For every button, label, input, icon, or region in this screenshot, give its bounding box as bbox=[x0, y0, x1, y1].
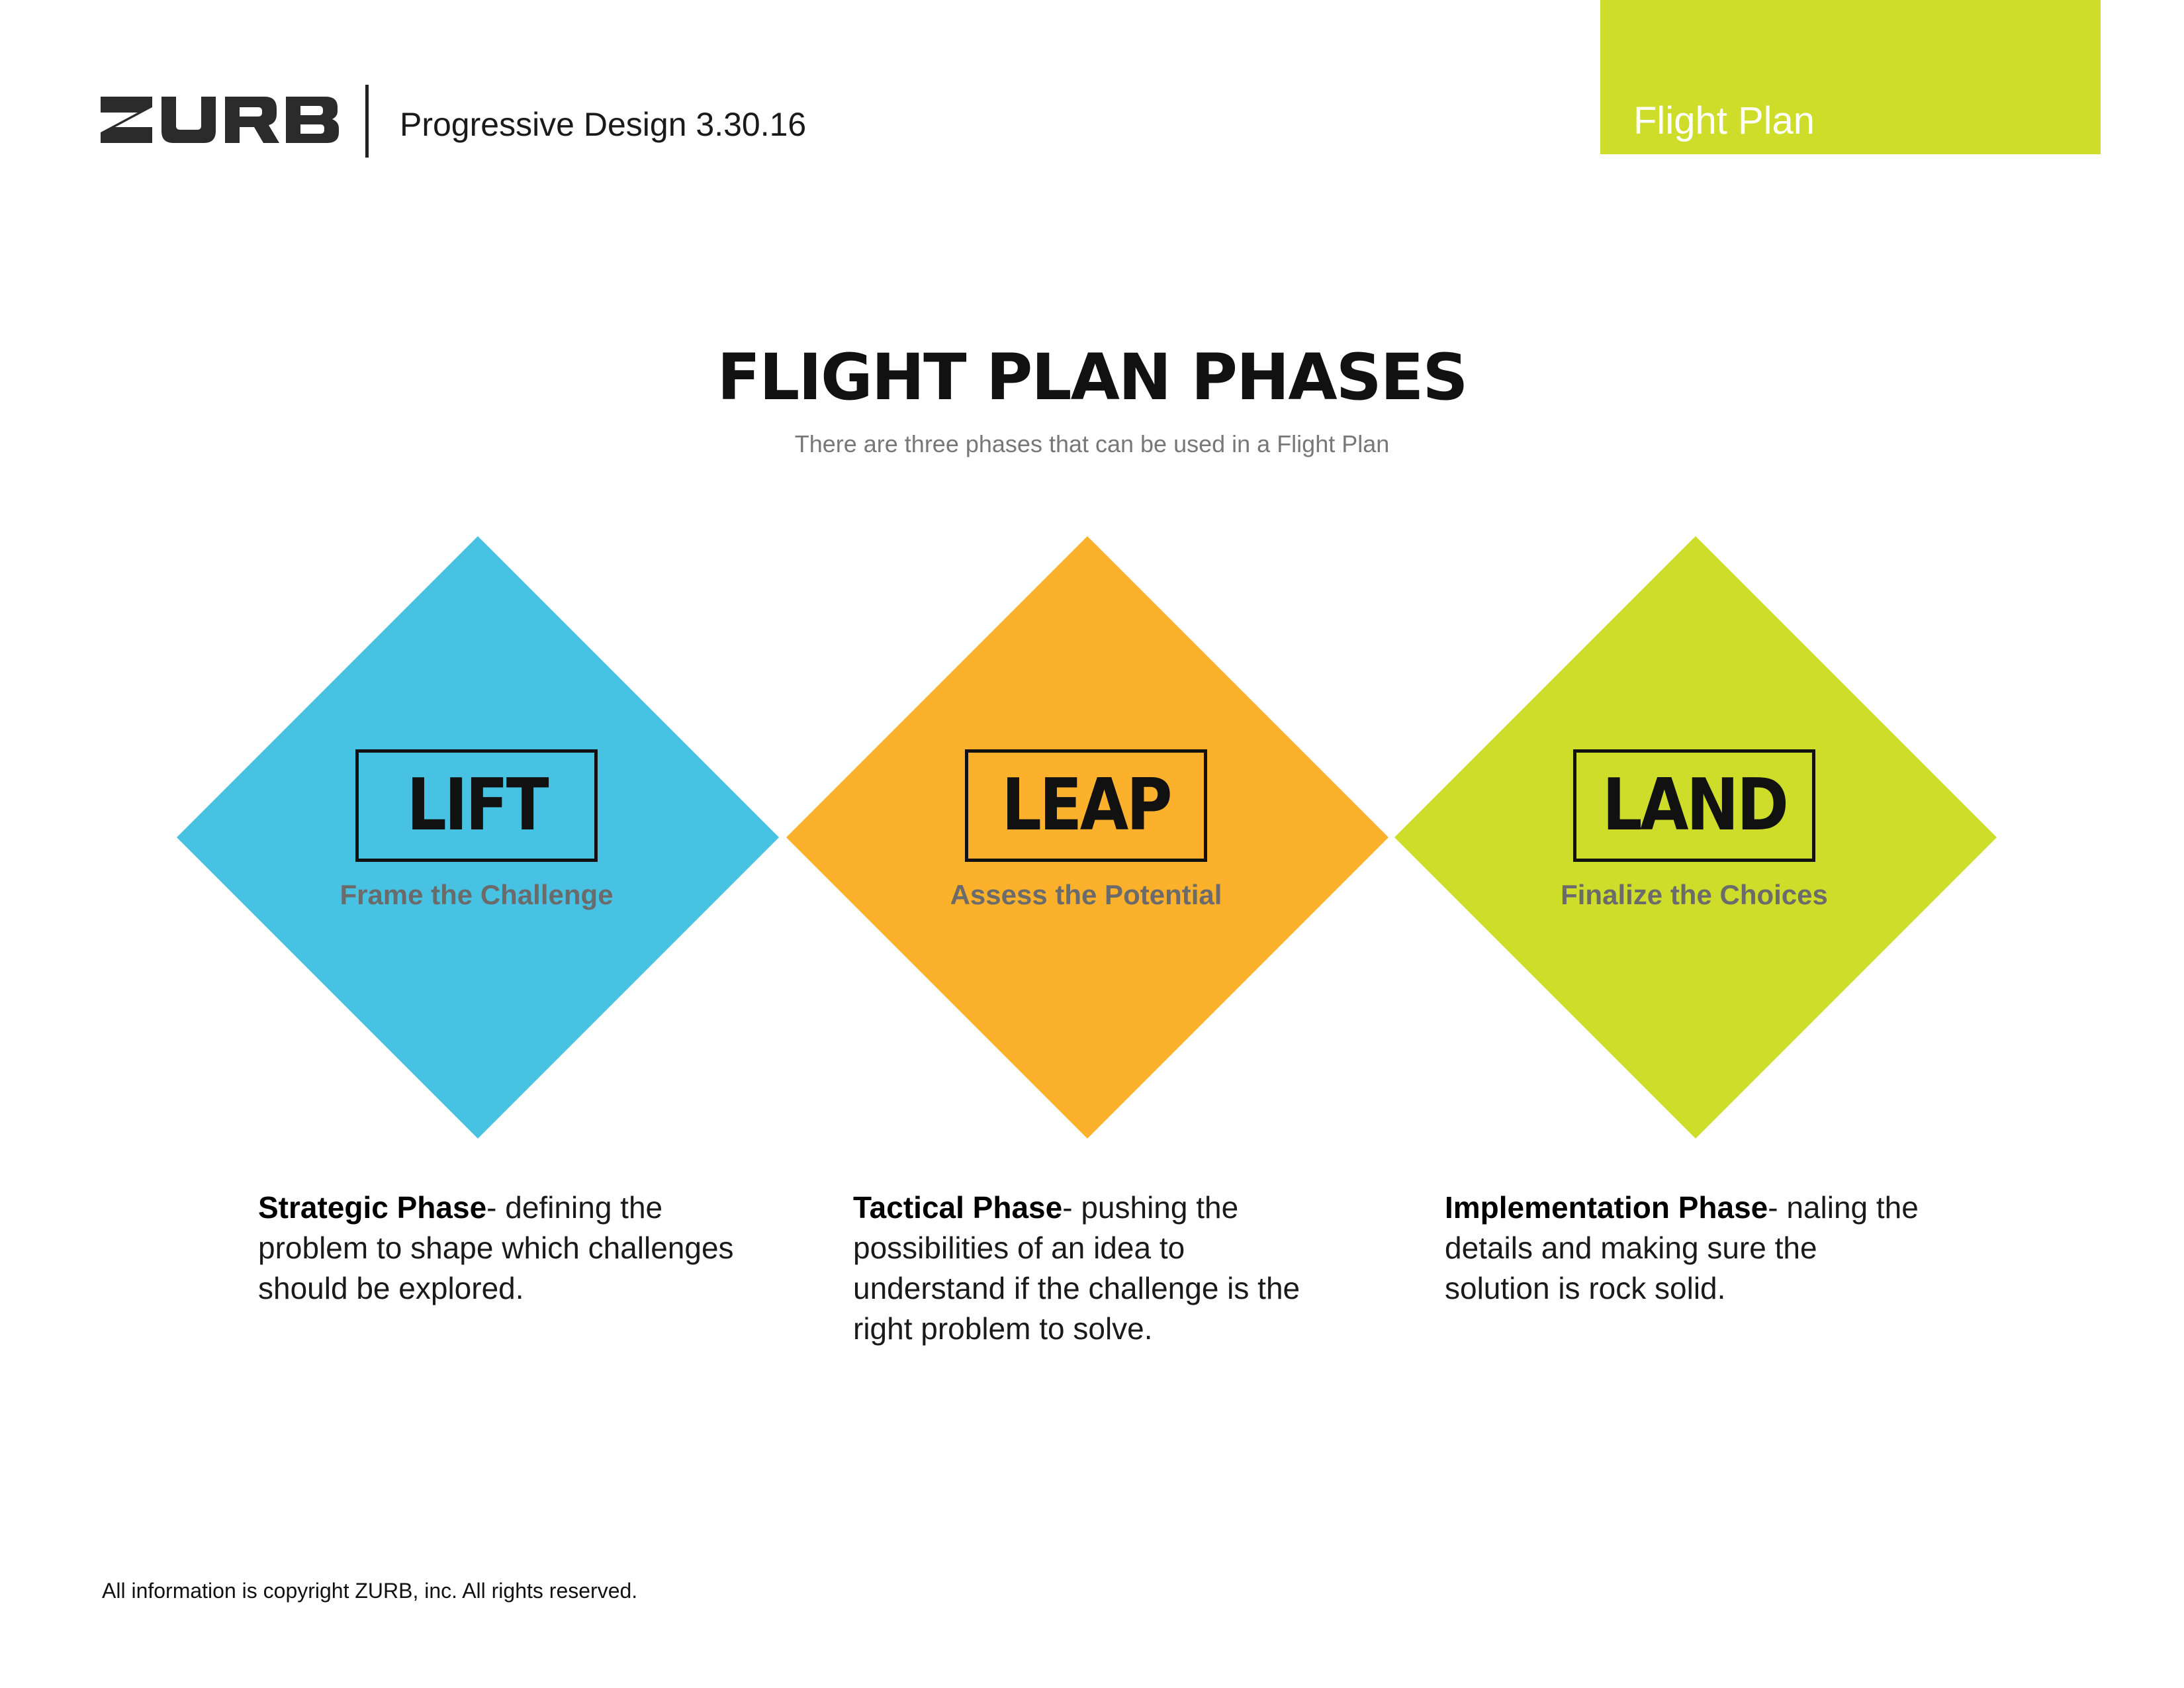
land-description-text: - naling the details and making sure the… bbox=[1445, 1190, 1919, 1305]
land-description: Implementation Phase- naling the details… bbox=[1445, 1188, 1928, 1309]
lift-phase-name: LIFT bbox=[406, 764, 549, 847]
land-phase-name: LAND bbox=[1602, 764, 1789, 847]
land-tagline: Finalize the Choices bbox=[1561, 879, 1828, 910]
leap-phase-name: LEAP bbox=[1001, 764, 1173, 847]
leap-tagline: Assess the Potential bbox=[950, 879, 1222, 910]
land-phase-label: Implementation Phase bbox=[1445, 1190, 1768, 1225]
page-title: FLIGHT PLAN PHASES bbox=[717, 340, 1469, 414]
leap-description: Tactical Phase- pushing the possibilitie… bbox=[853, 1188, 1316, 1349]
header-subtitle: Progressive Design 3.30.16 bbox=[400, 106, 807, 143]
lift-description-text: - defining the problem to shape which ch… bbox=[258, 1190, 734, 1305]
lift-tagline: Frame the Challenge bbox=[340, 879, 614, 910]
leap-description-text: - pushing the possibilities of an idea t… bbox=[853, 1190, 1300, 1346]
lift-description: Strategic Phase- defining the problem to… bbox=[258, 1188, 748, 1309]
zurb-logo bbox=[101, 97, 339, 143]
header-divider bbox=[365, 85, 369, 158]
zurb-logo-icon bbox=[101, 97, 339, 143]
lift-diamond bbox=[177, 536, 779, 1139]
leap-phase-label: Tactical Phase bbox=[853, 1190, 1063, 1225]
copyright-footer: All information is copyright ZURB, inc. … bbox=[102, 1579, 638, 1603]
leap-label-box: LEAP bbox=[965, 749, 1207, 862]
land-diamond bbox=[1394, 536, 1997, 1139]
leap-diamond bbox=[786, 536, 1388, 1139]
section-tab: Flight Plan bbox=[1600, 0, 2101, 154]
lift-label-box: LIFT bbox=[355, 749, 598, 862]
section-tab-label: Flight Plan bbox=[1633, 99, 1815, 142]
page-subtitle: There are three phases that can be used … bbox=[794, 430, 1390, 457]
lift-phase-label: Strategic Phase bbox=[258, 1190, 487, 1225]
land-label-box: LAND bbox=[1573, 749, 1815, 862]
